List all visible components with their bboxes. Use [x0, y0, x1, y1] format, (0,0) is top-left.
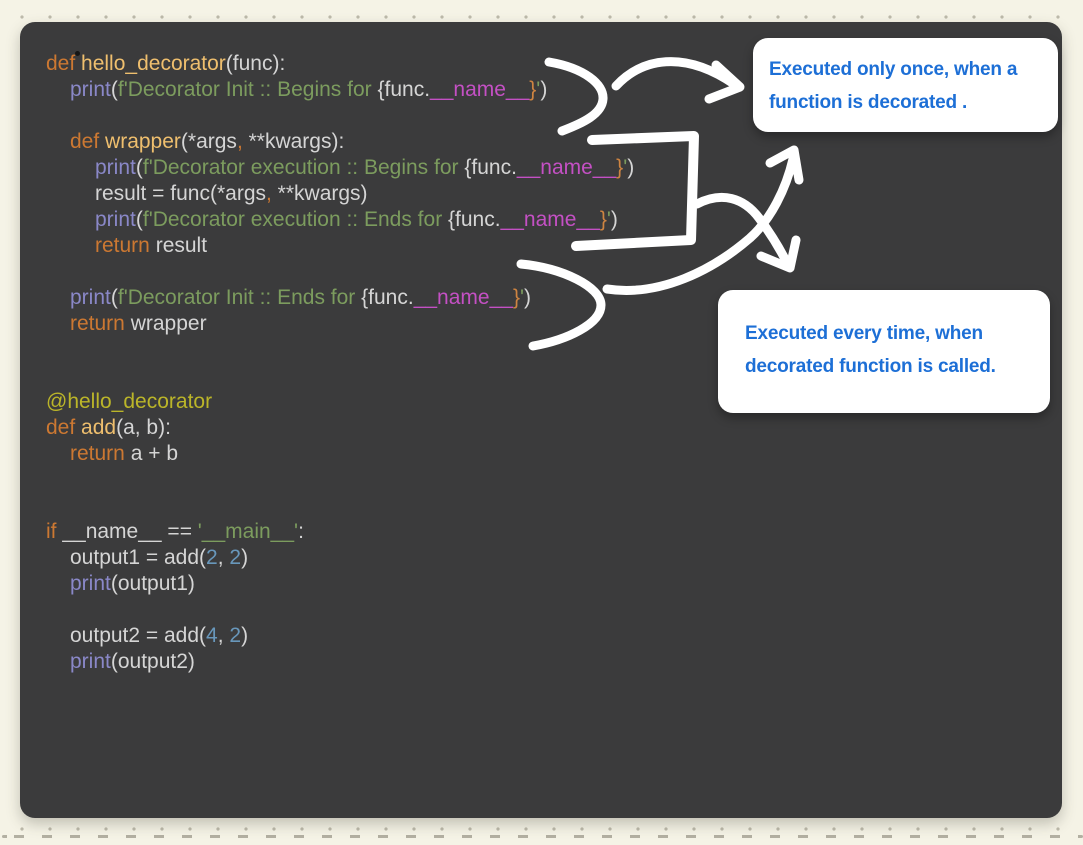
background-dash-row [2, 835, 1083, 838]
code-token: result = func(*args [95, 182, 266, 205]
code-line: result = func(*args, **kwargs) [46, 181, 634, 207]
code-line: print(f'Decorator Init :: Begins for {fu… [46, 77, 634, 103]
code-line: output1 = add(2, 2) [46, 545, 634, 571]
code-line: if __name__ == '__main__': [46, 519, 634, 545]
code-token: def [70, 130, 106, 153]
code-token: output1 = add( [70, 546, 207, 569]
code-token: **kwargs) [271, 182, 368, 205]
code-token: f'Decorator execution :: Ends for [142, 208, 449, 231]
code-token: __name__ == [62, 520, 198, 543]
code-token: return [70, 442, 131, 465]
code-token: , [217, 546, 230, 569]
code-line [46, 363, 634, 389]
code-token: @hello_decorator [46, 390, 213, 413]
code-line [46, 597, 634, 623]
code-token: (output1) [110, 572, 195, 595]
code-token: ) [540, 78, 548, 101]
code-line: print(f'Decorator execution :: Ends for … [46, 207, 634, 233]
code-token: {func. [448, 208, 501, 231]
code-token: } [512, 286, 520, 309]
code-line: def hello_decorator(func): [46, 51, 634, 77]
code-token: ) [610, 208, 618, 231]
code-token: 4 [206, 624, 218, 647]
code-line [46, 103, 634, 129]
code-token: return [95, 234, 156, 257]
code-token: add [81, 416, 117, 439]
code-token: print [95, 208, 136, 231]
code-line: print(output1) [46, 571, 634, 597]
code-token: ( [135, 156, 143, 179]
code-token: } [529, 78, 537, 101]
code-token: print [70, 78, 111, 101]
code-token: def [46, 52, 82, 75]
code-block: def hello_decorator(func):print(f'Decora… [46, 51, 634, 675]
code-token: 2 [229, 546, 242, 569]
code-token: wrapper [130, 312, 207, 335]
code-token: , [217, 624, 230, 647]
code-line: return result [46, 233, 634, 259]
code-line: @hello_decorator [46, 389, 634, 415]
code-token: def [46, 416, 82, 439]
code-line [46, 259, 634, 285]
code-token: 2 [206, 546, 218, 569]
code-token: {func. [361, 286, 414, 309]
code-token: output2 = add( [70, 624, 207, 647]
code-token: __name__ [413, 286, 513, 309]
code-token: (output2) [110, 650, 195, 673]
code-token: (func): [225, 52, 286, 75]
code-line [46, 493, 634, 519]
code-token: **kwargs): [242, 130, 345, 153]
ink-speck [75, 51, 80, 56]
code-token: (*args [180, 130, 237, 153]
code-token: wrapper [105, 130, 181, 153]
callout-executed-once-text: Executed only once, when a function is d… [769, 59, 1018, 113]
callout-executed-once: Executed only once, when a function is d… [753, 38, 1058, 132]
code-token: return [70, 312, 131, 335]
code-token: (a, b): [116, 416, 171, 439]
code-line: print(f'Decorator execution :: Begins fo… [46, 155, 634, 181]
code-token: print [95, 156, 136, 179]
code-token: ( [110, 286, 118, 309]
code-token: {func. [377, 78, 431, 101]
code-token: '__main__' [197, 520, 299, 543]
code-token: f'Decorator execution :: Begins for [142, 156, 465, 179]
code-token: __name__ [516, 156, 617, 179]
code-token: __name__ [430, 78, 530, 101]
code-panel [20, 22, 1062, 818]
code-token: print [70, 286, 111, 309]
code-line: return a + b [46, 441, 634, 467]
code-token: ) [523, 286, 531, 309]
code-line: print(output2) [46, 649, 634, 675]
code-token: __name__ [500, 208, 600, 231]
code-token: {func. [464, 156, 517, 179]
callout-executed-every-time-text: Executed every time, when decorated func… [745, 323, 996, 377]
code-token: ) [627, 156, 635, 179]
code-line [46, 467, 634, 493]
code-token: ) [241, 546, 249, 569]
code-token: result [155, 234, 208, 257]
code-line: print(f'Decorator Init :: Ends for {func… [46, 285, 634, 311]
code-line: def add(a, b): [46, 415, 634, 441]
code-token: a + b [130, 442, 178, 465]
code-token: print [70, 650, 111, 673]
code-line: output2 = add(4, 2) [46, 623, 634, 649]
code-token: hello_decorator [81, 52, 226, 75]
code-line: def wrapper(*args, **kwargs): [46, 129, 634, 155]
code-token: 2 [229, 624, 242, 647]
code-token: } [599, 208, 607, 231]
code-line: return wrapper [46, 311, 634, 337]
code-token: , [266, 182, 272, 205]
code-token: ' [536, 78, 541, 101]
code-token: : [298, 520, 304, 543]
code-token: ( [110, 78, 118, 101]
code-token: , [236, 130, 243, 153]
code-token: f'Decorator Init :: Begins for [117, 78, 378, 101]
callout-executed-every-time: Executed every time, when decorated func… [718, 290, 1050, 413]
code-token: ( [135, 208, 143, 231]
code-line [46, 337, 634, 363]
code-token: ) [241, 624, 249, 647]
code-token: f'Decorator Init :: Ends for [117, 286, 362, 309]
code-token: print [70, 572, 111, 595]
code-token: if [46, 520, 63, 543]
